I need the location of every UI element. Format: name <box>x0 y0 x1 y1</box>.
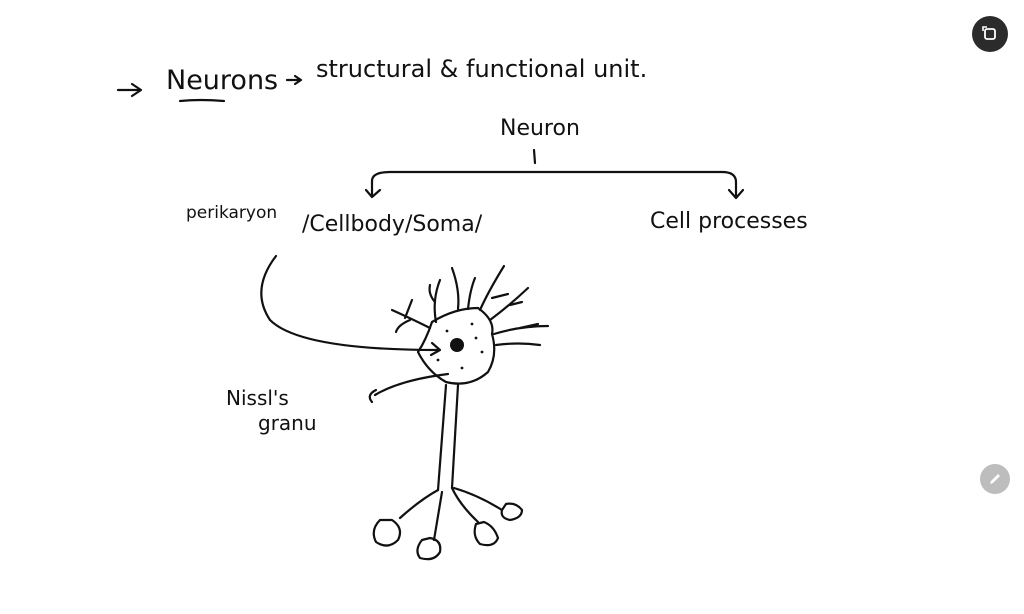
axon-right <box>450 383 460 490</box>
exit-fullscreen-button[interactable] <box>972 16 1008 52</box>
cell-processes-label: Cell processes <box>650 209 808 234</box>
heading-small-arrow-icon <box>285 74 303 86</box>
nucleus <box>450 338 464 352</box>
nissl-pointer <box>373 372 450 397</box>
tree-stem <box>532 148 537 165</box>
tree-bracket <box>370 170 738 184</box>
heading-term: Neurons <box>166 65 279 96</box>
nissl-label-line2: granu <box>258 411 317 435</box>
heading-arrow-icon <box>116 82 143 98</box>
axon-terminals <box>372 486 524 561</box>
dendrites <box>390 264 550 347</box>
pen-icon <box>990 474 1000 484</box>
term-underline <box>178 98 226 103</box>
tree-root-label: Neuron <box>500 116 580 141</box>
exit-fullscreen-icon <box>982 26 996 40</box>
bracket-right-arrow-icon <box>727 180 745 200</box>
cellbody-label: /Cellbody/Soma/ <box>302 212 483 237</box>
nissl-label: Nissl's <box>226 386 289 410</box>
bracket-left-arrow-icon <box>364 179 382 199</box>
axon-left <box>436 383 448 492</box>
heading-rest: structural & functional unit. <box>316 55 648 83</box>
cell-body <box>416 306 496 385</box>
nissl-granules <box>436 322 484 370</box>
pen-button[interactable] <box>980 464 1010 494</box>
perikaryon-pointer <box>260 254 440 352</box>
perikaryon-label: perikaryon <box>186 203 278 223</box>
